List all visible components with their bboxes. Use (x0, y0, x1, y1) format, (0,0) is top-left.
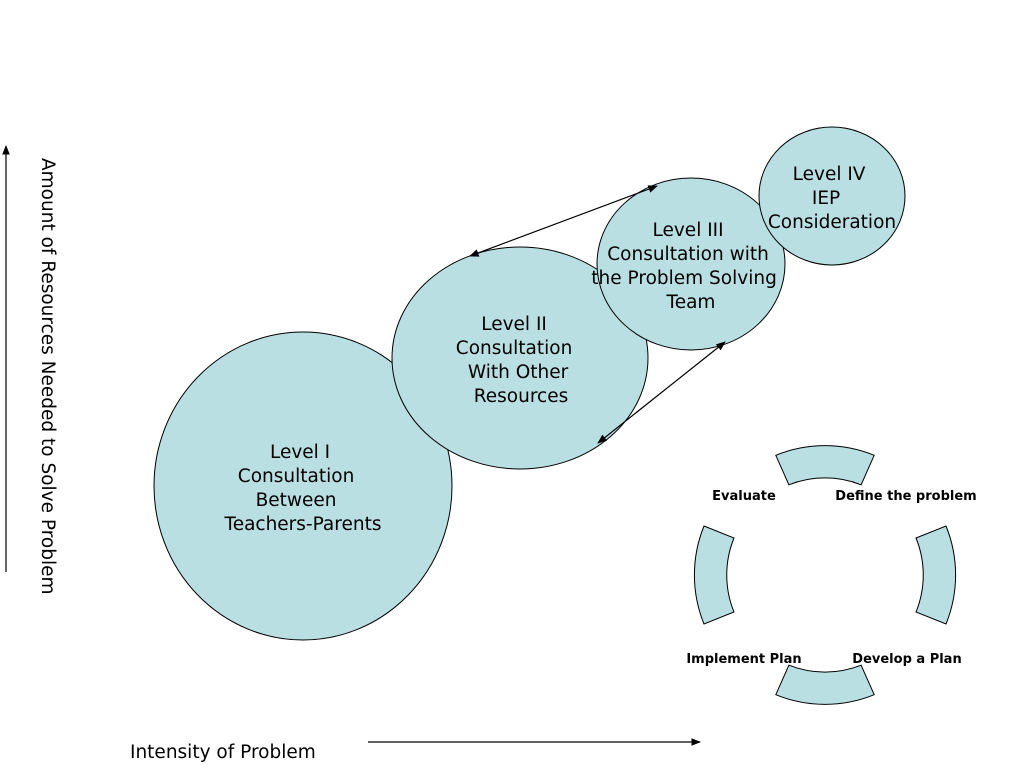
cycle-step-develop: Develop a Plan (852, 652, 961, 667)
level-4-text: Level IV IEP Consideration (768, 164, 896, 233)
level-1-bubble (153, 331, 453, 641)
cycle-segment-left (693, 525, 735, 625)
cycle-segment-bottom (775, 664, 875, 705)
connector-arrow-lower (597, 341, 726, 444)
cycle-segment-right (915, 525, 957, 625)
connector-arrow-upper (469, 185, 658, 257)
level-4-bubble (758, 126, 906, 266)
level-1-text: Level I Consultation Between Teachers-Pa… (224, 442, 382, 535)
level-3-text: Level III Consultation with the Problem … (591, 220, 782, 313)
cycle-step-evaluate: Evaluate (712, 489, 776, 504)
cycle-step-implement: Implement Plan (686, 652, 801, 667)
cycle-step-define: Define the problem (835, 489, 976, 504)
x-axis-label: Intensity of Problem (130, 742, 316, 763)
cycle-segment-top (775, 445, 875, 486)
y-axis-label: Amount of Resources Needed to Solve Prob… (37, 158, 58, 595)
level-2-text: Level II Consultation With Other Resourc… (456, 314, 578, 407)
